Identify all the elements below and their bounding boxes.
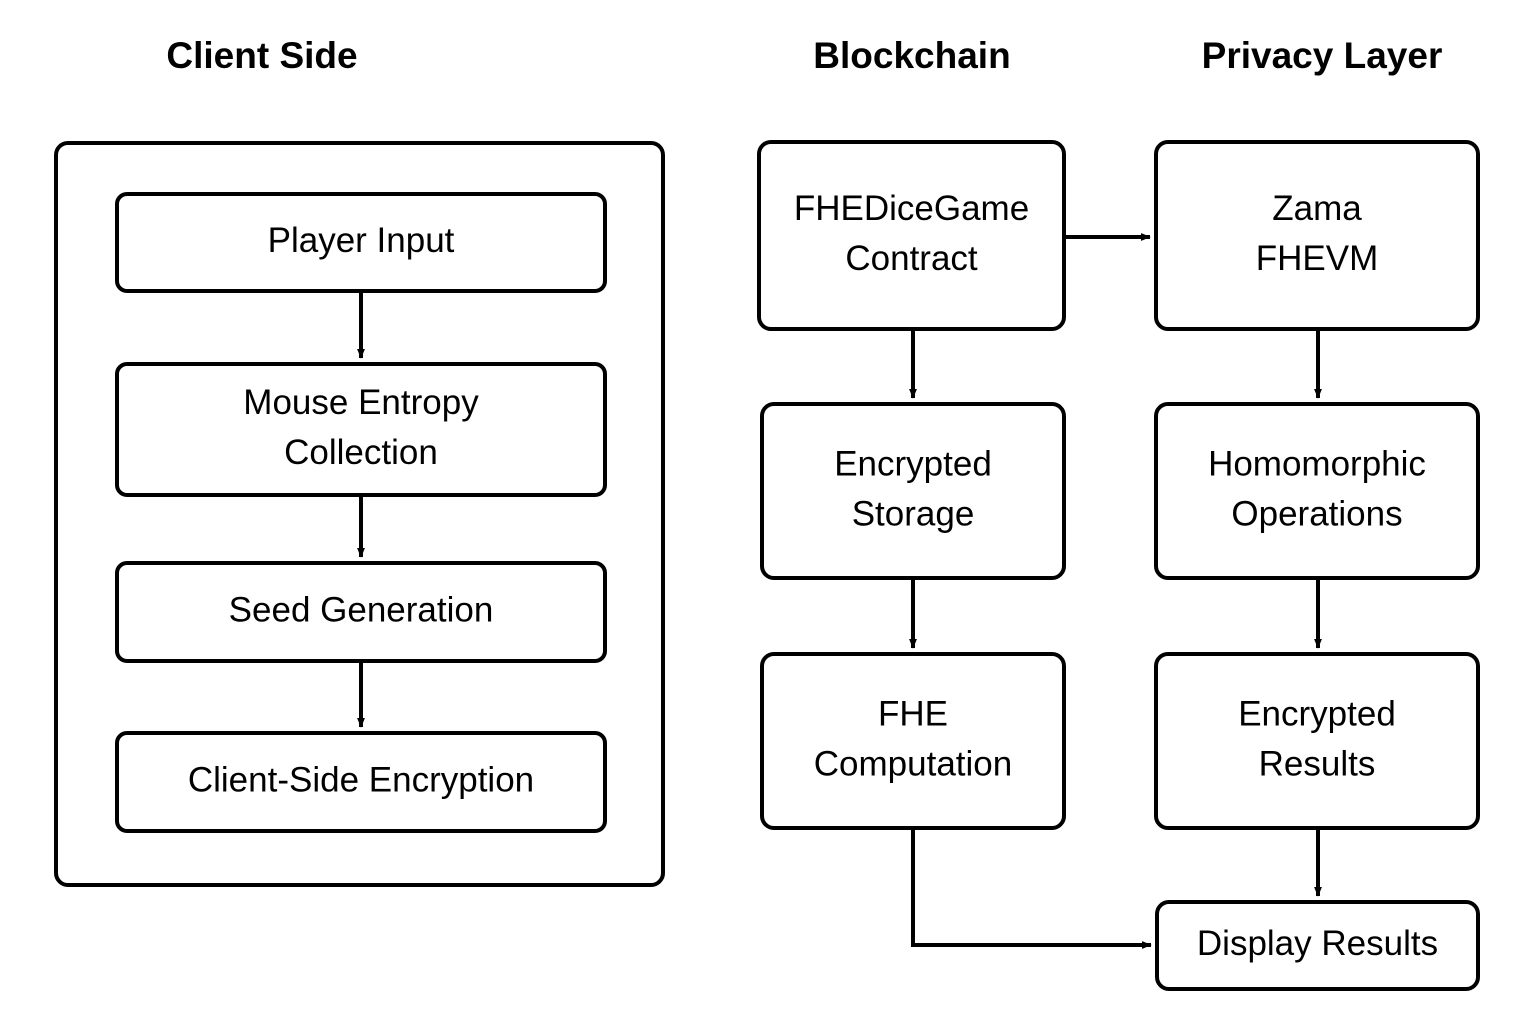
- node-seed-generation-box[interactable]: [115, 561, 607, 663]
- node-zama-fhevm-label: FHEVM: [1256, 239, 1379, 278]
- node-encrypted-results-box[interactable]: [1154, 652, 1480, 830]
- node-encrypted-results-label: Encrypted: [1238, 694, 1396, 733]
- node-homomorphic-operations-box[interactable]: [1154, 402, 1480, 580]
- node-fhe-computation-label: Computation: [814, 744, 1012, 783]
- node-player-input[interactable]: Player Input: [115, 192, 607, 293]
- column-title-privacy-layer: Privacy Layer: [1202, 35, 1443, 76]
- node-display-results-label: Display Results: [1197, 924, 1438, 963]
- node-mouse-entropy-collection-label: Collection: [284, 433, 438, 472]
- node-fhedicegame-contract-label: FHEDiceGame: [794, 189, 1029, 228]
- node-encrypted-storage-label: Storage: [852, 494, 975, 533]
- node-mouse-entropy-collection-box[interactable]: [115, 362, 607, 497]
- node-encrypted-storage-label: Encrypted: [834, 444, 992, 483]
- column-titles-layer: Client Side Blockchain Privacy Layer: [166, 35, 1442, 76]
- node-fhedicegame-contract-box[interactable]: [757, 140, 1066, 331]
- node-client-side-encryption[interactable]: Client-Side Encryption: [115, 731, 607, 833]
- node-fhe-computation-label: FHE: [878, 694, 948, 733]
- client-side-container: [54, 141, 665, 887]
- node-client-side-encryption-box[interactable]: [115, 731, 607, 833]
- node-fhe-computation-box[interactable]: [760, 652, 1066, 830]
- column-title-client-side: Client Side: [166, 35, 357, 76]
- node-encrypted-storage-box[interactable]: [760, 402, 1066, 580]
- node-seed-generation[interactable]: Seed Generation: [115, 561, 607, 663]
- node-encrypted-results-label: Results: [1259, 744, 1376, 783]
- edge-fhe-computation-to-display-results: [911, 828, 1152, 949]
- node-homomorphic-operations-label: Operations: [1231, 494, 1402, 533]
- node-display-results-box[interactable]: [1155, 900, 1480, 991]
- node-zama-fhevm-box[interactable]: [1154, 140, 1480, 331]
- node-zama-fhevm-label: Zama: [1272, 189, 1362, 228]
- node-mouse-entropy-collection-label: Mouse Entropy: [243, 383, 479, 422]
- node-display-results[interactable]: Display Results: [1155, 900, 1480, 991]
- connectors-layer: [357, 233, 1322, 949]
- node-player-input-box[interactable]: [115, 192, 607, 293]
- node-player-input-label: Player Input: [268, 221, 455, 260]
- node-homomorphic-operations-label: Homomorphic: [1208, 444, 1426, 483]
- node-seed-generation-label: Seed Generation: [229, 590, 494, 629]
- node-fhedicegame-contract-label: Contract: [845, 239, 978, 278]
- node-fhe-computation[interactable]: FHE Computation: [760, 652, 1066, 830]
- group-containers-layer: [54, 141, 665, 887]
- node-client-side-encryption-label: Client-Side Encryption: [188, 760, 534, 799]
- column-title-blockchain: Blockchain: [813, 35, 1010, 76]
